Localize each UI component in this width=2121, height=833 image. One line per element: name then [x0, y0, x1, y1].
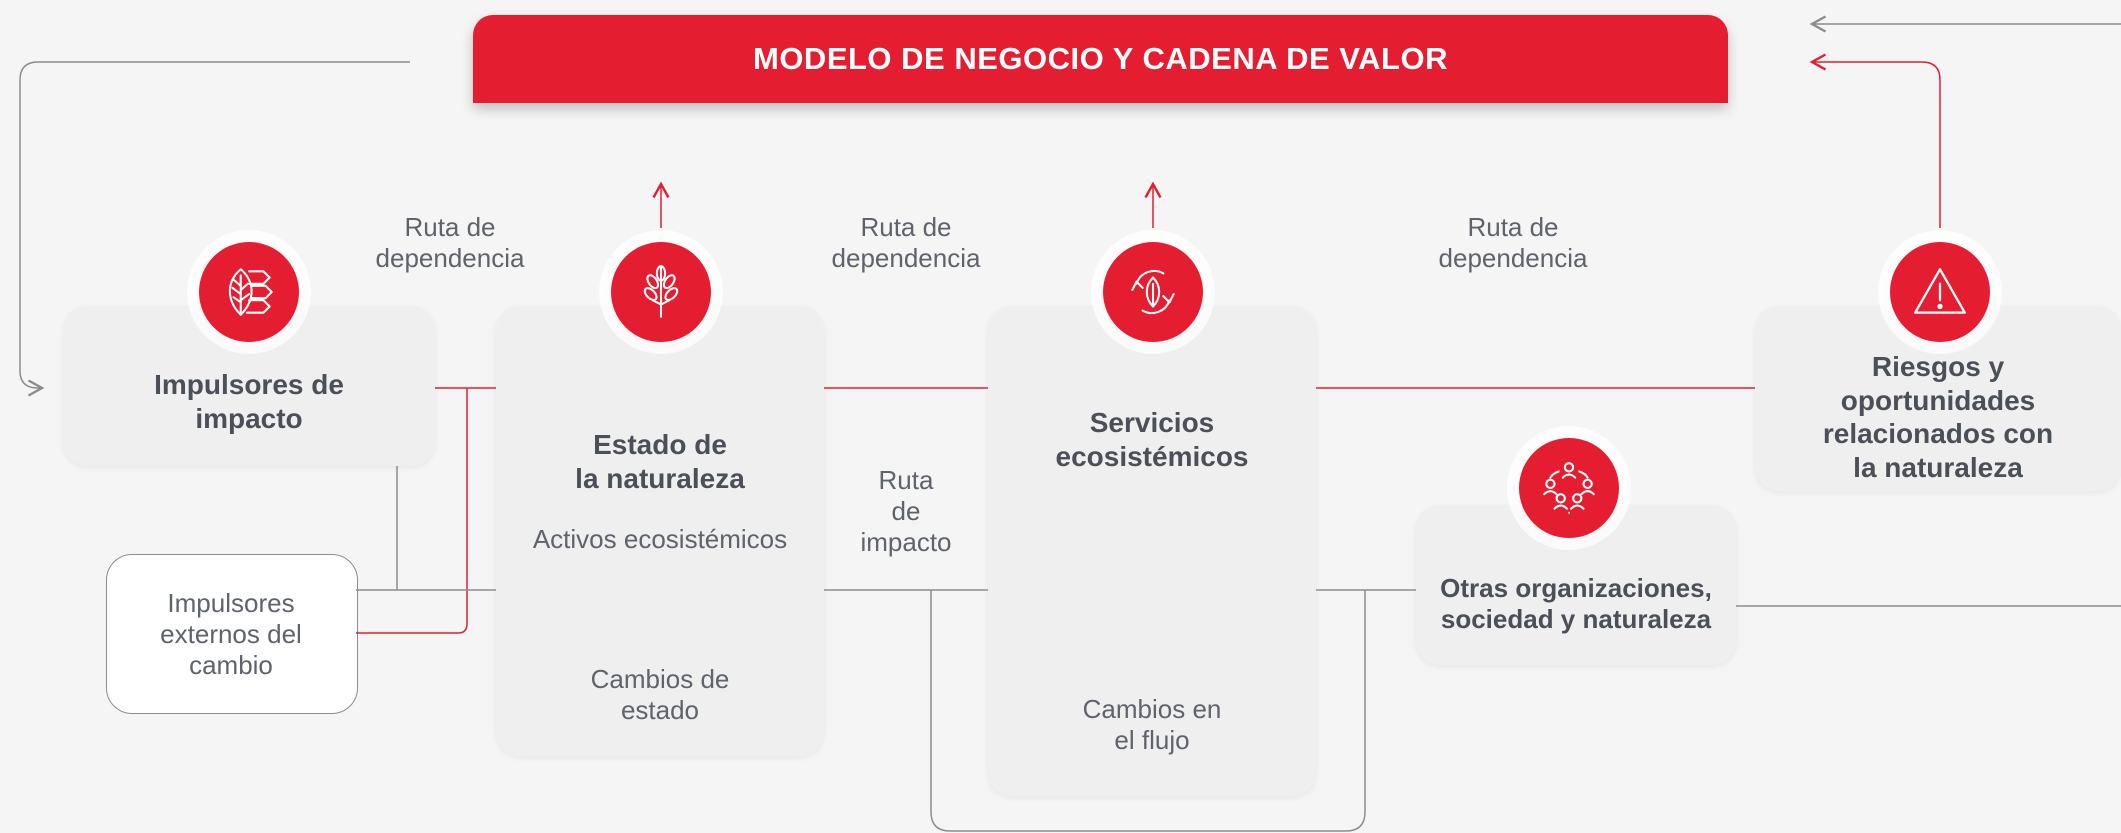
leaf-cycle-icon — [1131, 269, 1175, 315]
servicios-label: Servicios ecosistémicos — [1055, 407, 1249, 472]
bottom-loop-line — [930, 590, 1366, 832]
business-model-banner: MODELO DE NEGOCIO Y CADENA DE VALOR — [473, 15, 1728, 103]
riesgos-icon-circle — [1890, 242, 1990, 342]
impulsores-externos-label: Impulsores externos del cambio — [160, 588, 302, 681]
people-network-icon — [1543, 462, 1595, 514]
estado-icon-circle — [611, 242, 711, 342]
estado-naturaleza-card — [496, 306, 824, 756]
servicios-card — [988, 306, 1316, 796]
wheat-plant-icon — [643, 265, 679, 318]
external-red-connector — [356, 388, 468, 634]
ruta-dependencia-2-label: Ruta de dependencia — [831, 212, 981, 274]
otras-icon-circle — [1519, 438, 1619, 538]
activos-label: Activos ecosistémicos — [532, 524, 788, 554]
warning-triangle-icon — [1914, 268, 1966, 314]
impulsores-impacto-label: Impulsores de impacto — [154, 369, 344, 434]
leaf-arrows-icon — [228, 268, 273, 316]
ruta-dependencia-3-label: Ruta de dependencia — [1438, 212, 1588, 274]
feedback-loop-line — [19, 61, 410, 397]
ruta-dependencia-1-label: Ruta de dependencia — [375, 212, 525, 274]
ruta-impacto-label: Ruta de impacto — [860, 465, 952, 558]
otras-label: Otras organizaciones, sociedad y natural… — [1440, 573, 1712, 635]
impulsores-externos-box — [106, 554, 358, 714]
cambios-estado-label: Cambios de estado — [590, 664, 730, 726]
impulsores-icon-circle — [199, 242, 299, 342]
banner-title: MODELO DE NEGOCIO Y CADENA DE VALOR — [753, 41, 1448, 76]
estado-naturaleza-label: Estado de la naturaleza — [575, 429, 745, 494]
return-arrow-red — [1809, 53, 1941, 228]
riesgos-label: Riesgos y oportunidades relacionados con… — [1822, 351, 2054, 483]
servicios-icon-circle — [1103, 242, 1203, 342]
cambios-flujo-label: Cambios en el flujo — [1082, 694, 1222, 756]
